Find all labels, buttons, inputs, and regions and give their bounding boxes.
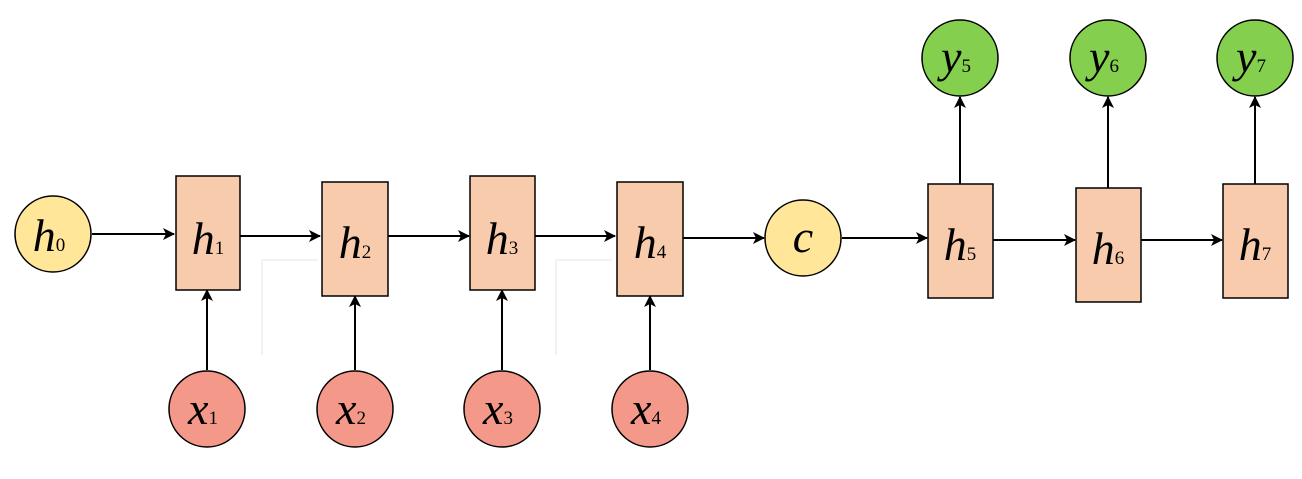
decoder-hidden-node: h6 [1075,187,1142,303]
var: h [944,219,967,270]
input-node: x2 [316,370,394,448]
output-label: y7 [1232,31,1266,82]
subscript: 3 [503,408,513,429]
input-label: x4 [630,383,661,434]
encoder-hidden-node: h3 [469,175,536,291]
hidden-label: h6 [1092,223,1125,274]
guide-line [261,259,318,355]
hidden-box [927,183,994,299]
subscript: 5 [967,244,977,265]
var: h [192,213,215,264]
decoder-hidden-node: h5 [927,183,994,299]
subscript: 7 [1256,56,1266,77]
subscript: 7 [1262,244,1272,265]
output-label: y5 [937,31,971,82]
initial-state-node: h0 [14,195,92,273]
var: y [937,31,962,82]
hidden-box [1222,183,1289,299]
var: h [486,213,509,264]
var: y [1085,31,1110,82]
initial-state-label: h0 [33,210,66,261]
input-label: x1 [187,383,218,434]
var: y [1232,31,1257,82]
hidden-label: h5 [944,219,977,270]
subscript: 1 [208,408,218,429]
hidden-box [1075,187,1142,303]
var: h [634,217,657,268]
var: x [630,383,652,434]
output-label: y6 [1085,31,1119,82]
encoder-hidden-node: h1 [175,175,241,291]
hidden-label: h4 [634,217,667,268]
context-node: c [764,199,842,277]
hidden-box [469,175,536,291]
var: h [339,217,362,268]
output-node: y5 [921,19,999,97]
encoder-hidden-node: h2 [321,181,389,297]
hidden-box [321,181,389,297]
hidden-box [175,175,241,291]
hidden-label: h1 [192,213,225,264]
subscript: 2 [356,408,366,429]
input-circle [316,370,394,448]
input-label: x2 [335,383,366,434]
subscript: 4 [657,242,667,263]
output-circle [1216,19,1294,97]
output-node: y7 [1216,19,1294,97]
hidden-box [616,181,684,297]
subscript: 3 [509,238,519,259]
input-node: x4 [611,370,689,448]
input-circle [168,370,246,448]
input-node: x3 [463,370,541,448]
subscript: 4 [651,408,661,429]
var: h [33,210,56,261]
var: x [187,383,209,434]
decoder-hidden-node: h7 [1222,183,1289,299]
subscript: 5 [961,56,971,77]
var: h [1239,219,1262,270]
encoder-hidden-node: h4 [616,181,684,297]
var: h [1092,223,1115,274]
output-circle [1069,19,1147,97]
subscript: 6 [1109,56,1119,77]
input-node: x1 [168,370,246,448]
output-circle [921,19,999,97]
subscript: 6 [1115,248,1125,269]
subscript: 1 [215,238,225,259]
guide-line [555,259,612,355]
initial-state-circle [14,195,92,273]
hidden-label: h2 [339,217,372,268]
context-label: c [793,211,813,262]
var: x [482,383,504,434]
edges [92,96,1261,370]
hidden-label: h7 [1239,219,1272,270]
hidden-label: h3 [486,213,519,264]
input-circle [611,370,689,448]
context-circle [764,199,842,277]
var: x [335,383,357,434]
subscript: 0 [56,235,66,256]
subscript: 2 [362,242,372,263]
input-circle [463,370,541,448]
input-label: x3 [482,383,513,434]
output-node: y6 [1069,19,1147,97]
